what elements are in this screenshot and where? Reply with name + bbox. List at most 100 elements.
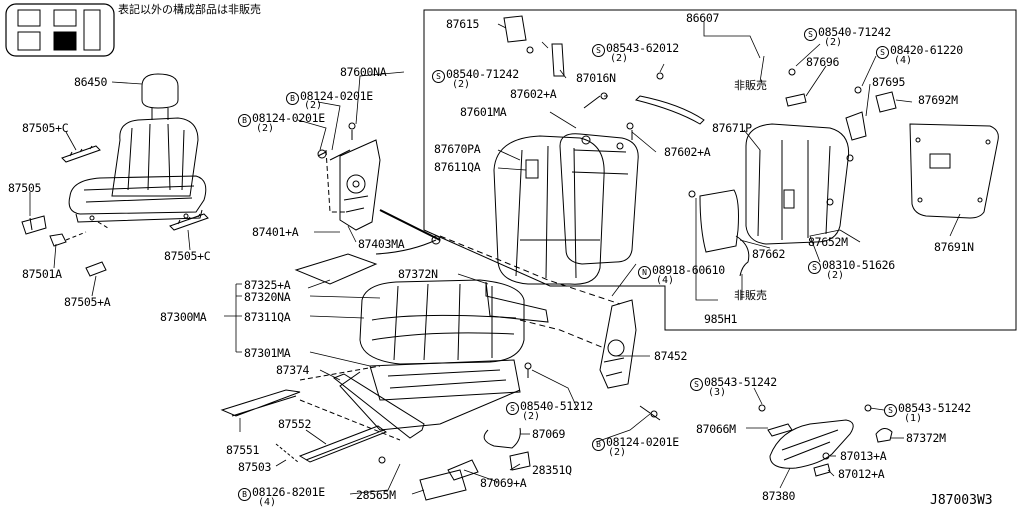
- label-87374: 87374: [276, 363, 310, 377]
- label-87372n: 87372N: [398, 267, 438, 281]
- label-87505a: 87505+A: [64, 295, 111, 309]
- label-87372m: 87372M: [906, 431, 946, 445]
- part-86607: [635, 95, 705, 125]
- label-87325a: 87325+A: [244, 278, 291, 292]
- label-87069a: 87069+A: [480, 476, 527, 490]
- part-87012a: [813, 463, 831, 477]
- label-87401a: 87401+A: [252, 225, 299, 239]
- label-87601ma: 87601MA: [460, 105, 507, 119]
- screw-prefix: S: [432, 70, 445, 83]
- label-87311qa: 87311QA: [244, 310, 291, 324]
- screw-prefix: S: [808, 261, 821, 274]
- cushion-pad: [294, 253, 378, 285]
- qty-08543-51242-left: (3): [708, 387, 727, 398]
- not-sold-label: 非販売: [734, 79, 767, 92]
- qty-08126: (4): [258, 497, 277, 508]
- label-87452: 87452: [654, 349, 688, 363]
- part-87505c-top: [61, 145, 101, 163]
- cushion-frame: [339, 371, 521, 431]
- bolt-prefix: B: [286, 92, 299, 105]
- label-28351q: 28351Q: [532, 463, 572, 477]
- connector-28351q: [509, 451, 531, 471]
- seatback-cushion: [493, 135, 605, 285]
- headrest-shape: [141, 73, 179, 120]
- car-locator-icon: [5, 3, 115, 57]
- nut-prefix: N: [638, 266, 651, 279]
- qty-08540-71242-right: (2): [824, 37, 843, 48]
- label-87380: 87380: [762, 489, 796, 503]
- qty-08124-1: (2): [304, 100, 323, 111]
- recliner-right: [599, 299, 637, 389]
- label-87691n: 87691N: [934, 240, 974, 254]
- qty-08310: (2): [826, 270, 845, 281]
- not-sold-note: 表記以外の構成部品は非販売: [118, 3, 261, 16]
- label-87695: 87695: [872, 75, 906, 89]
- diagram-code: J87003W3: [930, 493, 993, 508]
- back-board: [909, 123, 999, 219]
- part-87505a: [85, 261, 107, 277]
- rail-87374: [333, 373, 425, 439]
- seatback-group-box: [423, 9, 1017, 331]
- bolt-prefix: B: [592, 438, 605, 451]
- label-87403ma: 87403MA: [358, 237, 405, 251]
- label-87696: 87696: [806, 55, 840, 69]
- part-87695: [845, 111, 867, 141]
- qty-08540-51212: (2): [522, 411, 541, 422]
- seat-cushion: [359, 279, 525, 401]
- qty-08543-51242-right: (1): [904, 413, 923, 424]
- label-87671p: 87671P: [712, 121, 752, 135]
- rail-87552: [298, 425, 388, 463]
- label-87615: 87615: [446, 17, 480, 31]
- label-28565m: 28565M: [356, 488, 396, 502]
- qty-08124-3: (2): [608, 447, 627, 458]
- label-87602a: 87602+A: [664, 145, 711, 159]
- qty-08918: (4): [656, 275, 675, 286]
- label-87552: 87552: [278, 417, 312, 431]
- label-87670pa: 87670PA: [434, 142, 481, 156]
- connector-87069a: [447, 459, 479, 481]
- not-sold-label-2: 非販売: [734, 289, 767, 302]
- bolt-prefix: B: [238, 488, 251, 501]
- part-87501a: [49, 233, 67, 247]
- label-87016n: 87016N: [576, 71, 616, 85]
- screw-prefix: S: [876, 46, 889, 59]
- part-87696: [785, 93, 807, 107]
- part-87505: [21, 215, 47, 235]
- label-87551: 87551: [226, 443, 260, 457]
- label-87602a-top: 87602+A: [510, 87, 557, 101]
- harness-87069: [483, 427, 521, 449]
- label-87501a: 87501A: [22, 267, 62, 281]
- screw-prefix: S: [690, 378, 703, 391]
- label-87611qa: 87611QA: [434, 160, 481, 174]
- part-87662: [699, 189, 739, 253]
- part-87372m: [875, 428, 893, 443]
- screw-prefix: S: [506, 402, 519, 415]
- screw-prefix: S: [592, 44, 605, 57]
- label-86607: 86607: [686, 11, 720, 25]
- seat-assembly-small: [68, 117, 207, 223]
- label-86450: 86450: [74, 75, 108, 89]
- part-87380: [769, 419, 854, 469]
- label-87505: 87505: [8, 181, 42, 195]
- rail-87551: [220, 389, 301, 417]
- label-87320na: 87320NA: [244, 290, 291, 304]
- screw-prefix: S: [884, 404, 897, 417]
- seatback-frame: [559, 133, 639, 265]
- part-87066m: [767, 423, 793, 437]
- label-87066m: 87066M: [696, 422, 736, 436]
- qty-08540-71242-left: (2): [452, 79, 471, 90]
- label-87301ma: 87301MA: [244, 346, 291, 360]
- part-87016n: [551, 43, 565, 77]
